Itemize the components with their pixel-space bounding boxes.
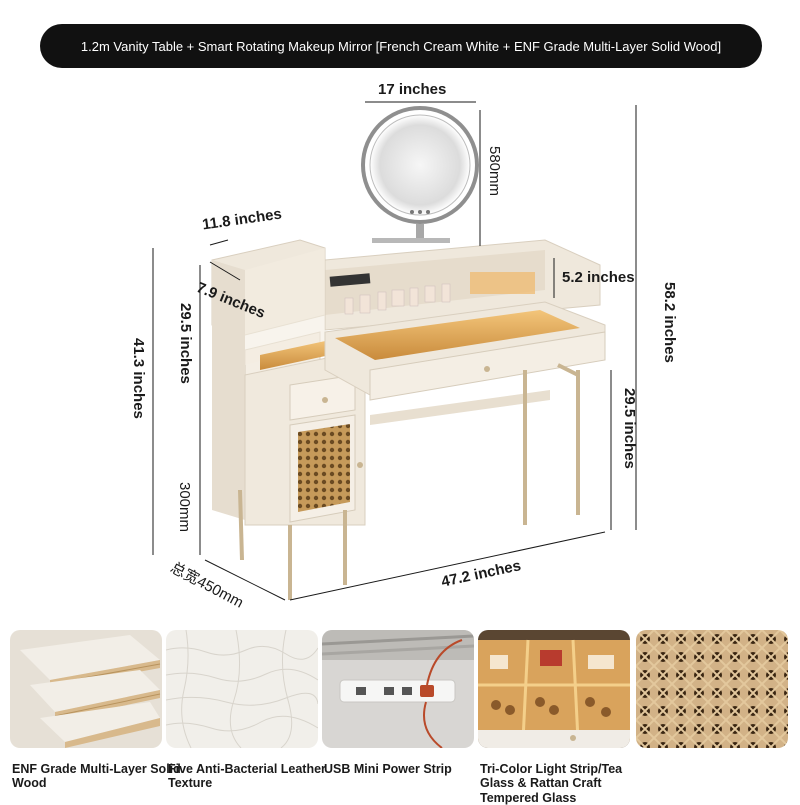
side-height-left-label: 29.5 inches	[177, 303, 194, 384]
feature-drawer-glass: Tri-Color Light Strip/Tea Glass & Rattan…	[478, 630, 630, 805]
table-height-right-label: 29.5 inches	[621, 388, 638, 469]
feature-plywood: ENF Grade Multi-Layer Solid Wood	[10, 630, 181, 790]
mirror-width-label: 17 inches	[378, 81, 447, 98]
shelf-height-label: 5.2 inches	[562, 269, 635, 286]
feature-label: ENF Grade Multi-Layer Solid Wood	[12, 762, 181, 791]
leather-texture-icon	[166, 630, 318, 748]
feature-power-strip: USB Mini Power Strip	[322, 630, 474, 776]
feature-rattan	[636, 630, 788, 748]
smart-mirror	[361, 106, 479, 243]
hutch-shelf	[324, 239, 601, 331]
feature-leather: Five Anti-Bacterial Leather Texture	[166, 630, 326, 790]
desk-top	[324, 301, 606, 425]
feature-label: USB Mini Power Strip	[324, 762, 452, 776]
overall-height-left-label: 41.3 inches	[130, 338, 147, 419]
vanity-table-drawing	[152, 101, 637, 601]
rattan-weave-icon	[636, 630, 788, 748]
leg-height-label: 300mm	[176, 482, 193, 533]
mirror-height-label: 580mm	[486, 146, 503, 197]
gold-legs	[238, 363, 580, 600]
feature-label: Five Anti-Bacterial Leather Texture	[168, 762, 326, 791]
product-illustration: 17 inches 580mm 11.8 inches 7.9 inches 5…	[0, 70, 800, 630]
title-bar: 1.2m Vanity Table + Smart Rotating Makeu…	[40, 24, 762, 68]
page-title: 1.2m Vanity Table + Smart Rotating Makeu…	[80, 38, 722, 54]
dimension-lines	[152, 101, 637, 601]
drawer-glass-icon	[478, 630, 630, 748]
overall-height-right-label: 58.2 inches	[661, 282, 678, 363]
power-strip-icon	[322, 630, 474, 748]
feature-label: Tri-Color Light Strip/Tea Glass & Rattan…	[480, 762, 623, 805]
side-cabinet	[211, 239, 366, 526]
plywood-layers-icon	[10, 630, 162, 748]
